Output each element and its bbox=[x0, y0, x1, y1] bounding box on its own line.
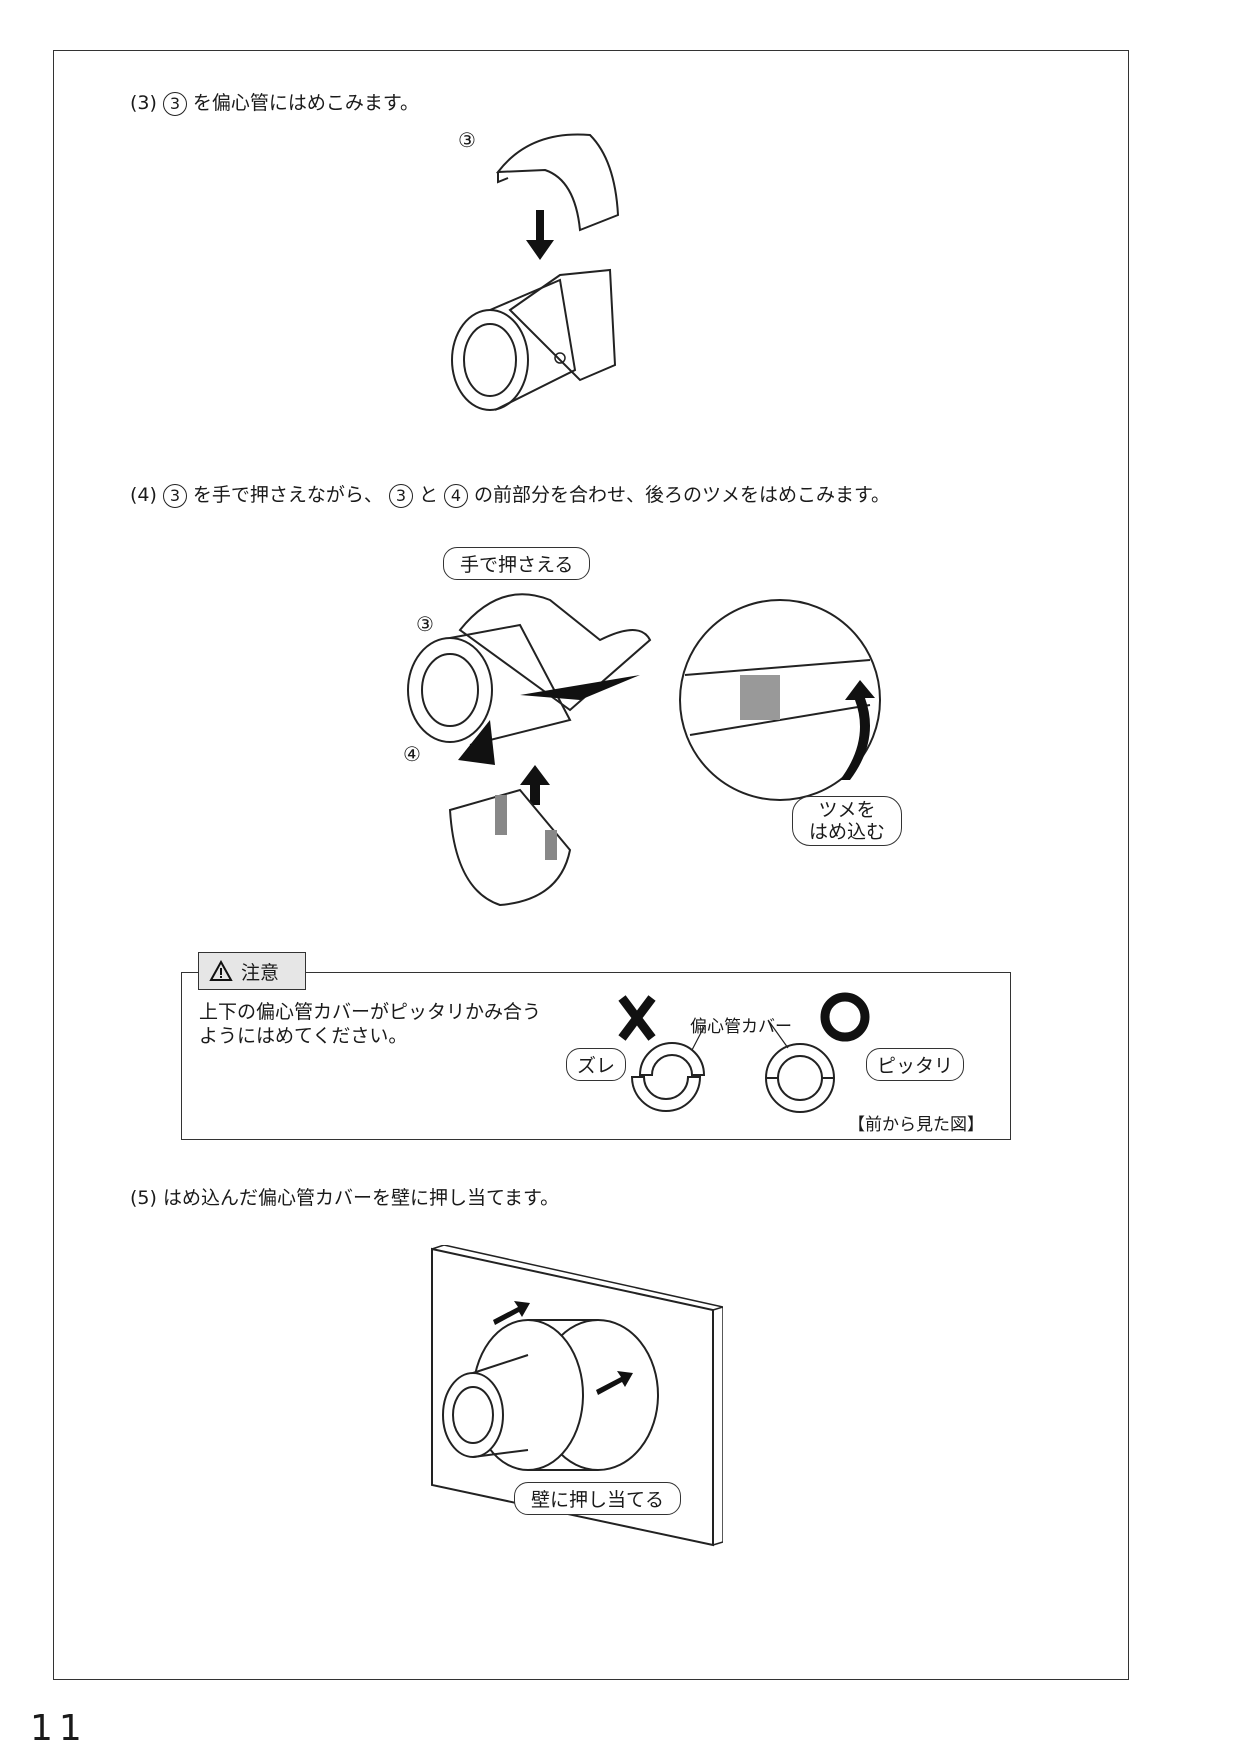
caution-label: 注意 bbox=[198, 952, 306, 990]
wrong-mark-icon bbox=[618, 995, 656, 1041]
caution-line1: 上下の偏心管カバーがピッタリかみ合う bbox=[199, 1001, 542, 1023]
circled-number: 4 bbox=[443, 484, 468, 508]
caution-diagram bbox=[618, 992, 870, 1113]
step-5-illustration bbox=[431, 1245, 723, 1547]
step-text: を手で押さえながら、 bbox=[192, 484, 383, 506]
caution-box bbox=[181, 972, 1011, 1140]
circled-number: 3 bbox=[162, 484, 187, 508]
part-3-label: ③ bbox=[416, 612, 434, 636]
front-view-note: 【前から見た図】 bbox=[848, 1115, 984, 1135]
page-number: 11 bbox=[30, 1708, 88, 1749]
claw-callout-line1: ツメを bbox=[818, 799, 876, 821]
part-4-label: ④ bbox=[403, 742, 421, 766]
aligned-callout: ピッタリ bbox=[866, 1048, 965, 1081]
claw-callout: ツメを はめ込む bbox=[792, 796, 903, 846]
step-5-heading: (5) はめ込んだ偏心管カバーを壁に押し当てます。 bbox=[130, 1183, 559, 1210]
correct-mark-icon bbox=[820, 992, 870, 1042]
step-number: (3) bbox=[130, 92, 157, 114]
part-3-label: ③ bbox=[458, 128, 476, 152]
hand-callout: 手で押さえる bbox=[443, 547, 591, 580]
circled-number: 3 bbox=[162, 92, 187, 116]
step-number: (5) bbox=[130, 1187, 157, 1209]
caution-text: 上下の偏心管カバーがピッタリかみ合う ようにはめてください。 bbox=[199, 1000, 579, 1048]
caution-line2: ようにはめてください。 bbox=[199, 1025, 408, 1047]
wall-callout: 壁に押し当てる bbox=[514, 1482, 682, 1515]
step-text: と bbox=[418, 484, 438, 506]
caution-title: 注意 bbox=[241, 961, 280, 984]
step-3-illustration bbox=[451, 133, 620, 411]
step-text: はめ込んだ偏心管カバーを壁に押し当てます。 bbox=[162, 1187, 560, 1209]
cover-label: 偏心管カバー bbox=[690, 1017, 792, 1037]
step-4-illustration bbox=[407, 593, 881, 907]
step-text: を偏心管にはめこみます。 bbox=[192, 92, 420, 114]
page-frame bbox=[53, 50, 1129, 1680]
misaligned-callout: ズレ bbox=[566, 1048, 627, 1081]
step-number: (4) bbox=[130, 484, 157, 506]
claw-callout-line2: はめ込む bbox=[809, 821, 886, 843]
step-text: の前部分を合わせ、後ろのツメをはめこみます。 bbox=[473, 484, 891, 506]
warning-icon bbox=[209, 960, 233, 981]
circled-number: 3 bbox=[388, 484, 413, 508]
